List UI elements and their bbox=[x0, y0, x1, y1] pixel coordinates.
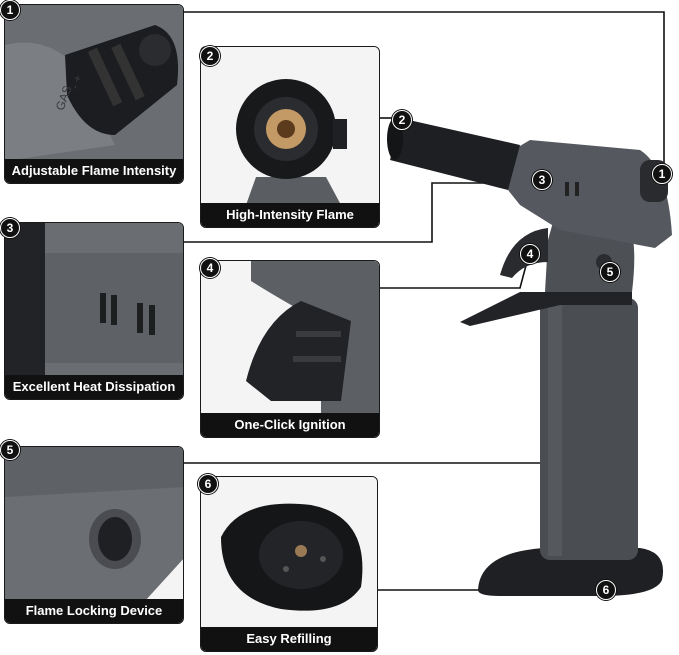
caption-flame-intensity: Adjustable Flame Intensity bbox=[5, 159, 183, 183]
caption-easy-refilling: Easy Refilling bbox=[201, 627, 377, 651]
caption-flame-locking: Flame Locking Device bbox=[5, 599, 183, 623]
callout-badge-3: 3 bbox=[532, 170, 552, 190]
badge-1: 1 bbox=[0, 0, 20, 20]
badge-6: 6 bbox=[198, 474, 218, 494]
feature-panel-flame-locking: Flame Locking Device bbox=[4, 446, 184, 624]
trigger-closeup bbox=[201, 261, 379, 415]
feature-panel-heat-dissipation: Excellent Heat Dissipation bbox=[4, 222, 184, 400]
caption-one-click-ignition: One-Click Ignition bbox=[201, 413, 379, 437]
callout-badge-4: 4 bbox=[520, 244, 540, 264]
callout-badge-5: 5 bbox=[600, 262, 620, 282]
base-closeup bbox=[201, 477, 377, 629]
lock-closeup bbox=[5, 447, 183, 601]
caption-heat-dissipation: Excellent Heat Dissipation bbox=[5, 375, 183, 399]
feature-panel-easy-refilling: Easy Refilling bbox=[200, 476, 378, 652]
feature-panel-high-intensity-flame: High-Intensity Flame bbox=[200, 46, 380, 228]
feature-panel-one-click-ignition: One-Click Ignition bbox=[200, 260, 380, 438]
badge-2: 2 bbox=[200, 46, 220, 66]
badge-4: 4 bbox=[200, 258, 220, 278]
callout-badge-1: 1 bbox=[652, 164, 672, 184]
flame-knob-closeup bbox=[5, 5, 183, 161]
callout-badge-2: 2 bbox=[392, 110, 412, 130]
callout-badge-6: 6 bbox=[596, 580, 616, 600]
caption-high-intensity-flame: High-Intensity Flame bbox=[201, 203, 379, 227]
badge-3: 3 bbox=[0, 218, 20, 238]
nozzle-closeup bbox=[201, 47, 379, 205]
badge-5: 5 bbox=[0, 440, 20, 460]
feature-panel-flame-intensity: GAS - + Adjustable Flame Intensity bbox=[4, 4, 184, 184]
vents-closeup bbox=[5, 223, 183, 377]
